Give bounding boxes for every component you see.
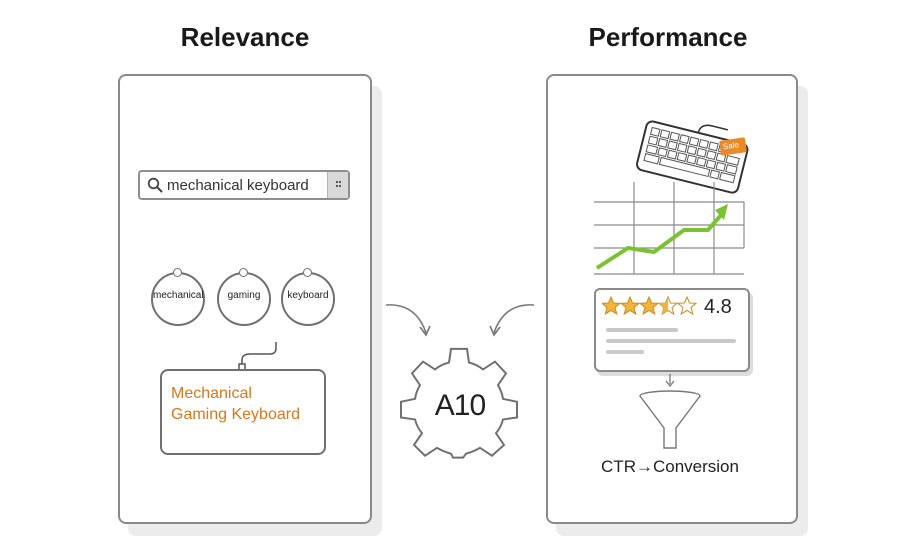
star-icon: [619, 296, 641, 316]
review-line: [606, 328, 678, 332]
star-icon: [602, 296, 622, 316]
rating-card: 4.8: [594, 288, 750, 372]
keyword-tag-label: gaming: [227, 290, 261, 301]
rating-value: 4.8: [704, 296, 732, 318]
handle-icon: [336, 181, 341, 187]
search-icon: [147, 177, 163, 193]
gear-icon: [400, 347, 518, 459]
tag-knob: [173, 268, 182, 277]
star-icon: [638, 296, 660, 316]
curved-arrow-icon: [385, 304, 431, 337]
search-input[interactable]: mechanical keyboard: [138, 170, 350, 200]
sale-badge-text: Sale: [722, 140, 740, 152]
product-title-line-1: Mechanical: [171, 385, 252, 402]
engine-label: A10: [434, 389, 486, 422]
title-card-connector: [238, 342, 277, 371]
keyword-tag-label: mechanical: [153, 290, 204, 301]
funnel-label: CTR→Conversion: [601, 457, 739, 476]
trend-chart: [594, 182, 745, 275]
relevance-heading: Relevance: [180, 22, 310, 52]
keyword-tag-mechanical: mechanical: [151, 268, 205, 326]
keyword-tag-keyboard: keyboard: [281, 268, 335, 326]
product-title-line-2: Gaming Keyboard: [171, 406, 300, 423]
curved-arrow-icon: [489, 304, 535, 337]
keyword-tag-label: keyboard: [287, 290, 329, 301]
trend-arrow-icon: [595, 204, 728, 270]
keyboard-icon: [636, 120, 749, 194]
search-query-text: mechanical keyboard: [167, 177, 309, 194]
search-button[interactable]: [327, 172, 348, 198]
tag-knob: [303, 268, 312, 277]
product-title-card: Mechanical Gaming Keyboard: [160, 369, 326, 455]
star-rating: [602, 296, 698, 316]
keyword-tag-gaming: gaming: [217, 268, 271, 326]
funnel-icon: [639, 374, 701, 449]
tag-knob: [239, 268, 248, 277]
performance-heading: Performance: [588, 22, 748, 52]
review-line: [606, 350, 644, 354]
review-line: [606, 339, 736, 343]
star-icon: [676, 296, 698, 316]
